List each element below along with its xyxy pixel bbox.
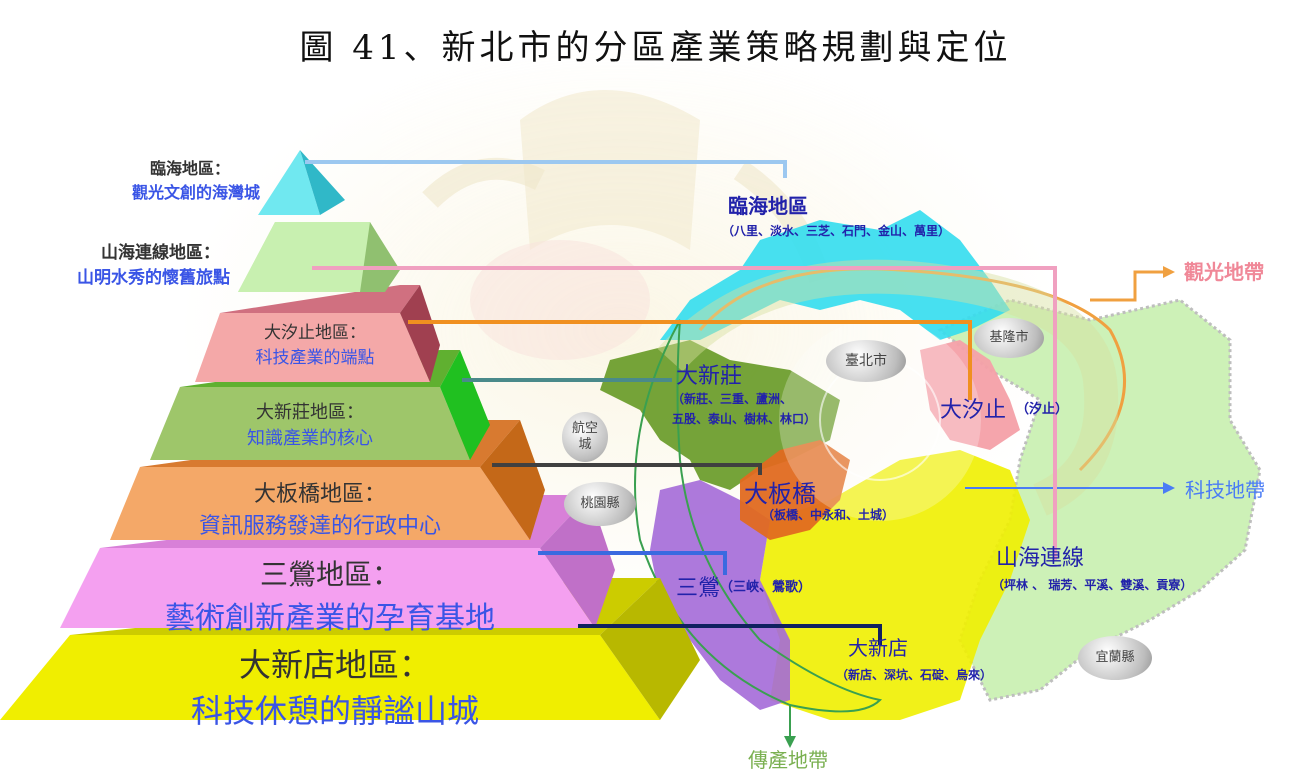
region-shanhai-name: 山海連線 (996, 546, 1085, 571)
tier-banqiao-label: 大板橋地區： 資訊服務發達的行政中心 (130, 476, 510, 540)
tier-coastal-desc: 觀光文創的海灣城 (131, 183, 260, 202)
pyramid (0, 150, 700, 720)
tier-xizhi-desc: 科技產業的端點 (255, 348, 375, 368)
tier-sanying-desc: 藝術創新產業的孕育基地 (165, 601, 495, 636)
connector-sanying (538, 551, 727, 575)
connector-coastal (305, 160, 787, 178)
region-xindian (760, 450, 1030, 720)
tier-xinzhuang-desc: 知識產業的核心 (247, 428, 373, 449)
tier-coastal-name: 臨海地區： (149, 159, 230, 178)
keelung-city-badge: 基隆市 (974, 318, 1044, 358)
tier-xindian-desc: 科技休憩的靜謐山城 (190, 692, 479, 730)
taoyuan-county-badge: 桃園縣 (564, 482, 636, 526)
tier-sanying-name: 三鶯地區： (259, 558, 400, 591)
region-xindian-sub: （新店、深坑、石碇、烏來） (836, 668, 993, 682)
region-coastal-name: 臨海地區 (728, 194, 808, 218)
tier-shanhai-label: 山海連線地區： 山明水秀的懷舊旅點 (20, 238, 240, 288)
tier-shanhai-name: 山海連線地區： (101, 243, 220, 263)
region-shanhai (937, 298, 1262, 702)
yilan-county-badge: 宜蘭縣 (1078, 636, 1152, 680)
region-banqiao (740, 440, 850, 540)
region-banqiao-sub: （板橋、中永和、土城） (762, 508, 895, 522)
tradition-belt-label: 傳產地帶 (748, 748, 828, 772)
tier-coastal-label: 臨海地區： 觀光文創的海灣城 (70, 155, 290, 203)
tier-shanhai-desc: 山明水秀的懷舊旅點 (77, 268, 230, 288)
tech-belt-label: 科技地帶 (1185, 478, 1265, 502)
tier-banqiao-name: 大板橋地區： (253, 482, 386, 507)
tier-xindian-label: 大新店地區： 科技休憩的靜謐山城 (40, 640, 630, 732)
taipei-city-badge: 臺北市 (826, 340, 906, 382)
connector-xizhi (408, 320, 972, 400)
region-shanhai-sub: （坪林 、 瑞芳、平溪、雙溪、貢寮） (992, 578, 1193, 592)
tourism-belt-arc (698, 267, 1126, 472)
tourism-belt-label: 觀光地帶 (1184, 260, 1264, 284)
region-xizhi-name: 大汐止 (940, 398, 1007, 423)
region-sanying-sub: （三峽、鶯歌） (720, 580, 812, 595)
airport-city-text: 航空城 (571, 421, 598, 452)
region-xinzhuang-sub2: 五股、泰山、樹林、林口） (672, 412, 817, 426)
region-xinzhuang-sub1: （新莊、三重、蘆洲、 (672, 392, 793, 406)
region-xinzhuang-name: 大新莊 (676, 364, 743, 389)
region-banqiao-name: 大板橋 (744, 480, 816, 508)
region-coastal-sub: （八里、淡水、三芝、石門、金山、萬里） (722, 224, 951, 238)
tourism-belt-arrow (1090, 270, 1165, 302)
region-sanying (650, 480, 790, 710)
region-coastal (660, 210, 1010, 340)
connector-lines (305, 160, 1057, 645)
region-xizhi-sub: （汐止） (1016, 402, 1069, 417)
connector-shanhai (312, 266, 1057, 560)
new-taipei-map (600, 210, 1262, 720)
connector-banqiao (492, 463, 762, 475)
connector-xindian (578, 624, 882, 645)
tier-banqiao-desc: 資訊服務發達的行政中心 (198, 514, 441, 539)
airport-city-badge: 航空城 (562, 412, 608, 462)
tier-sanying-label: 三鶯地區： 藝術創新產業的孕育基地 (80, 553, 580, 637)
tier-xizhi-name: 大汐止地區： (264, 323, 366, 343)
tier-xizhi-label: 大汐止地區： 科技產業的端點 (200, 318, 430, 368)
tier-xinzhuang-label: 大新莊地區： 知識產業的核心 (170, 398, 450, 450)
tier-xinzhuang-name: 大新莊地區： (256, 402, 364, 423)
region-xindian-name: 大新店 (848, 636, 908, 660)
tier-xindian-name: 大新店地區： (238, 646, 431, 684)
region-sanying-name: 三鶯 (676, 576, 721, 601)
page-title: 圖 41、新北市的分區產業策略規劃與定位 (299, 28, 1012, 68)
